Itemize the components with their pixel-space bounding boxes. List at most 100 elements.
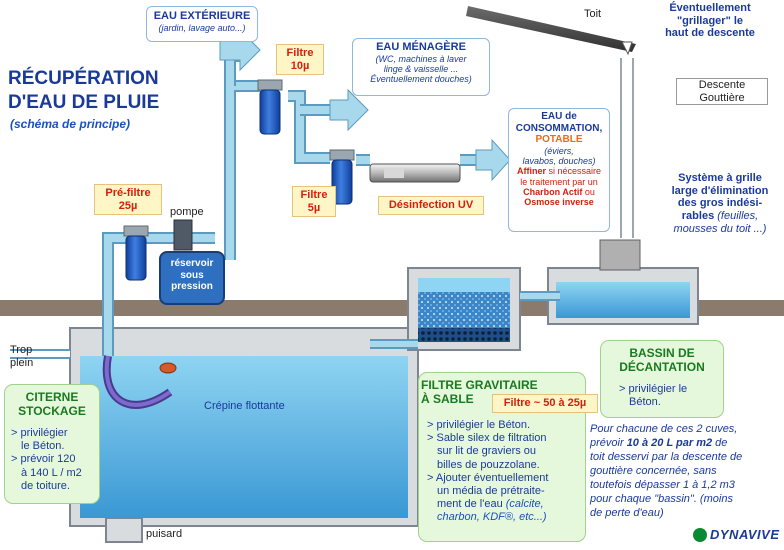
affiner-line2: le traitement par un [520,176,598,187]
reservoir-line3: pression [171,281,213,292]
arrow-consommation [475,138,511,182]
eau-menagere-title: EAU MÉNAGÈRE [376,41,466,53]
desinfection-uv-label: Désinfection UV [378,196,484,215]
grille-device [599,239,641,271]
downspout-grille [621,41,633,56]
grille-line3: des gros indési- [677,197,763,210]
osmose-inverse: Osmose inverse [524,197,594,208]
prefiltre-label: Pré-filtre 25µ [94,184,162,216]
grillager-line2: "grillager" le [676,14,744,27]
filter-10-housing [259,89,281,135]
reservoir-label: réservoir sous pression [160,258,224,293]
puisard-pit [105,517,143,543]
uv-lamp [369,163,461,183]
affiner-word: Affiner [516,166,546,177]
grillager-line3: haut de descente [665,27,755,40]
eau-consommation-detail1: (éviers, [544,145,574,156]
eau-consommation-line1: EAU de [541,111,577,122]
filter-housings [123,79,355,281]
grille-line2: large d'élimination [671,184,769,197]
decantation-basin [547,239,699,325]
citerne-title: CITERNE STOCKAGE [5,390,99,419]
filtre-5-line1: Filtre [300,189,328,201]
descente-label: Descente Gouttière [676,78,768,106]
bassin-box: BASSIN DE DÉCANTATION > privilégier le B… [600,340,724,418]
bassin-title1: BASSIN DE [629,346,695,360]
citerne-title1: CITERNE [25,390,79,404]
sand-filter-tank [407,267,521,351]
pressure-reservoir [159,251,225,305]
toit-label: Toit [584,8,602,20]
filtre-gravitaire-item: sur lit de graviers ou [437,445,537,458]
filtre-gravitaire-title2: À SABLE [421,391,474,406]
note-line: gouttière concernée, sans [590,465,717,478]
float-ball [159,362,177,374]
reservoir-line2: sous [180,269,204,281]
grille-line1: Système à grille [678,172,762,184]
pump-body [173,219,193,251]
roof [466,6,636,52]
pipe-network [10,50,634,359]
prefilter-housing [125,235,147,281]
filtre-5-label: Filtre 5µ [292,186,336,218]
citerne-item: > prévoir 120 [11,453,76,466]
citerne-box: CITERNE STOCKAGE > privilégier le Béton.… [4,384,100,504]
bassin-item: Béton. [629,396,661,409]
reservoir-line1: réservoir [170,258,214,269]
citerne-items: > privilégier le Béton. > prévoir 120 à … [11,427,99,493]
eau-consommation-detail2: lavabos, douches) [522,155,596,166]
filtre-10-line2: 10µ [290,59,310,72]
bassin-items: > privilégier le Béton. [619,383,719,409]
filtre-gravitaire-item: charbon, KDF®, etc...) [437,511,547,524]
filtre-gravitaire-item: billes de pouzzolane. [437,458,540,471]
eau-exterieure-title: EAU EXTÉRIEURE [153,10,251,22]
eau-menagere-line1: (WC, machines à laver [375,53,467,64]
bassin-title2: DÉCANTATION [619,359,705,374]
bassin-item: > privilégier le [619,383,688,395]
prefiltre-line1: Pré-filtre [105,187,151,199]
trop-plein-line2: plein [10,356,34,369]
citerne-title2: STOCKAGE [18,403,86,418]
note-line: de perte d'eau) [590,507,664,520]
note-bold-quantity: 10 à 20 L par m2 [626,437,713,450]
eau-menagere-line2: linge & vaisselle ... [383,63,459,74]
floating-strainer [102,355,177,409]
eau-exterieure-bubble: EAU EXTÉRIEURE (jardin, lavage auto...) [146,6,258,42]
brand-logo-mark [693,528,707,542]
grille-line4-plain: rables [681,209,718,222]
title-line2: D'EAU DE PLUIE [8,92,160,113]
filtre-gravitaire-item: ment de l'eau [437,498,503,511]
charbon-actif: Charbon Actif [523,186,583,197]
descente-line1: Descente [698,79,746,91]
trop-plein-label: Trop plein [10,344,33,369]
filtre-gravitaire-item: > Ajouter éventuellement [427,471,549,484]
title-line1: RÉCUPÉRATION [8,68,159,89]
grillager-label: Éventuellement "grillager" le haut de de… [640,2,780,40]
eau-consommation-bubble: EAU de CONSOMMATION, POTABLE (éviers, la… [508,108,610,232]
eau-exterieure-detail: (jardin, lavage auto...) [158,22,246,33]
pompe-label: pompe [170,206,204,218]
eau-consommation-line2: CONSOMMATION, [515,122,603,134]
citerne-tank [69,327,419,543]
filtre-gravitaire-title: FILTRE GRAVITAIRE À SABLE [421,378,581,407]
note-paragraph: Pour chacune de ces 2 cuves, prévoir 10 … [590,422,782,521]
note-line: toutefois dépasser 1 à 1,2 m3 [590,479,735,492]
note-line: pour chaque "bassin". (moins [590,493,733,506]
ou-word: ou [582,186,595,197]
eau-menagere-bubble: EAU MÉNAGÈRE (WC, machines à laver linge… [352,38,490,96]
filtre-gravitaire-item: (calcite, [505,498,544,511]
prefiltre-line2: 25µ [118,199,138,212]
grille-line4-italic: (feuilles, [717,209,759,222]
citerne-item: le Béton. [21,440,65,453]
descente-line2: Gouttière [699,91,745,104]
note-line: Pour chacune de ces 2 cuves, [590,423,738,435]
brand-name: DYNAVIVE [710,527,780,542]
filtre-gravitaire-title1: FILTRE GRAVITAIRE [421,378,538,392]
affiner-rest: si nécessaire [545,166,602,177]
crepine-label: Crépine flottante [204,400,285,412]
grille-label: Système à grille large d'élimination des… [660,172,780,235]
filter-5-housing [331,159,353,205]
pump-and-reservoir [159,219,225,305]
citerne-item: > privilégier [11,427,68,439]
